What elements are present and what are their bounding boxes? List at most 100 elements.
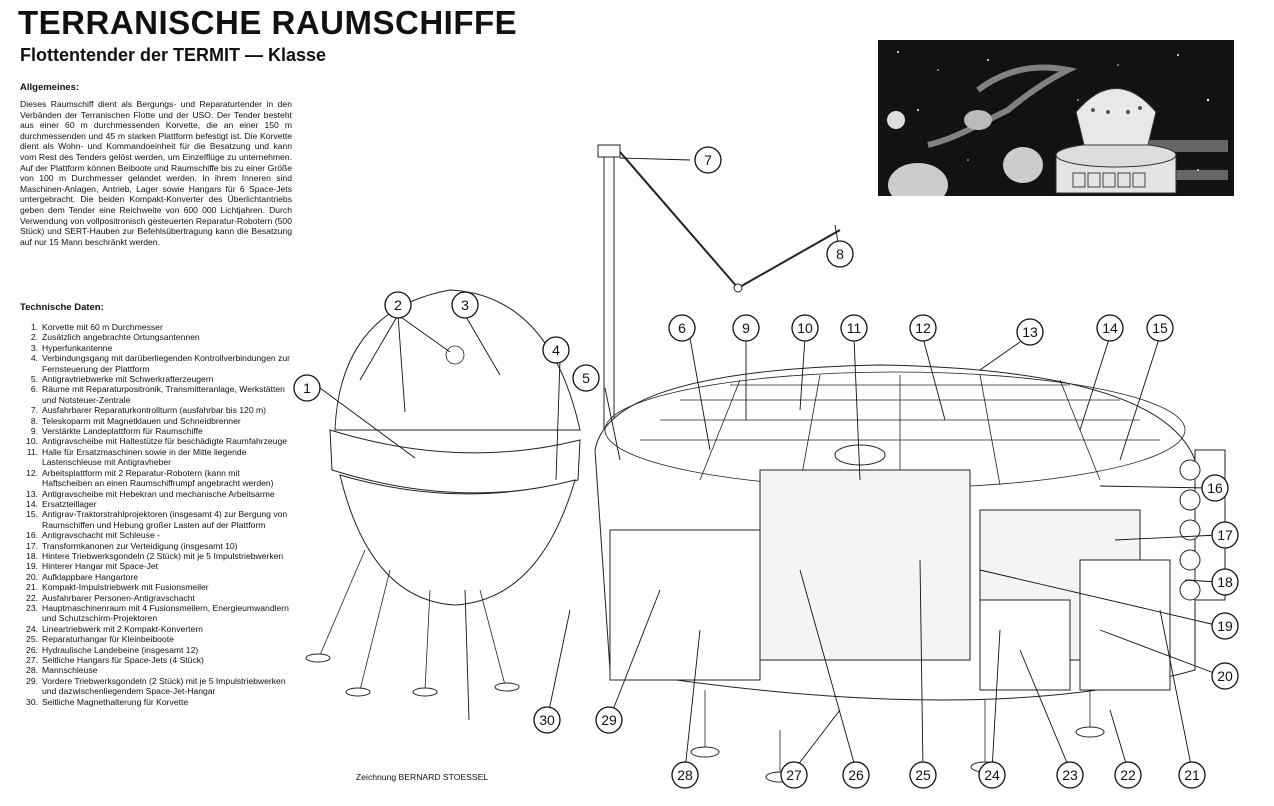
spec-text: Zusätzlich angebrachte Ortungsantennen bbox=[42, 332, 200, 343]
callout-number: 22 bbox=[1120, 767, 1136, 783]
spec-number: 25. bbox=[26, 634, 38, 645]
spec-text: Antigravscheibe mit Haltestütze für besc… bbox=[42, 436, 288, 447]
spec-item: 23.Hauptmaschinenraum mit 4 Fusionsmeile… bbox=[20, 603, 292, 624]
spec-number: 18. bbox=[26, 550, 38, 561]
callout-9: 9 bbox=[732, 314, 760, 342]
spec-number: 14. bbox=[26, 498, 38, 509]
spec-number: 11. bbox=[26, 446, 38, 457]
callout-29: 29 bbox=[595, 706, 623, 734]
callout-circle bbox=[909, 314, 937, 342]
spec-number: 13. bbox=[26, 488, 38, 499]
callout-10: 10 bbox=[791, 314, 819, 342]
callout-number: 10 bbox=[797, 320, 813, 336]
callout-number: 2 bbox=[394, 297, 402, 313]
callout-circle bbox=[572, 364, 600, 392]
callout-circle bbox=[1211, 568, 1239, 596]
callout-number: 26 bbox=[848, 767, 864, 783]
callout-circle bbox=[384, 291, 412, 319]
spec-item: 18.Hintere Triebwerksgondeln (2 Stück) m… bbox=[20, 551, 292, 561]
spec-item: 16.Antigravschacht mit Schleuse - bbox=[20, 530, 292, 540]
callout-number: 6 bbox=[678, 320, 686, 336]
callout-circle bbox=[909, 761, 937, 789]
spec-item: 8. Teleskoparm mit Magnetklauen und Schne… bbox=[20, 416, 292, 426]
callout-circle bbox=[1096, 314, 1124, 342]
page-subtitle: Flottentender der TERMIT — Klasse bbox=[20, 45, 327, 65]
spec-number: 24. bbox=[26, 623, 38, 634]
general-description: Dieses Raumschiff dient als Bergungs- un… bbox=[20, 99, 292, 247]
callout-number: 24 bbox=[984, 767, 1000, 783]
callout-number: 15 bbox=[1152, 320, 1168, 336]
spec-text: Reparaturhangar für Kleinbeiboote bbox=[42, 634, 174, 645]
spec-text: Hyperfunkantenne bbox=[42, 342, 113, 353]
spec-number: 16. bbox=[26, 530, 38, 541]
callout-circle bbox=[840, 314, 868, 342]
spec-text: Antigrav-Traktorstrahlprojektoren (insge… bbox=[42, 509, 288, 530]
callout-circle bbox=[595, 706, 623, 734]
callout-number: 23 bbox=[1062, 767, 1078, 783]
callout-circle bbox=[542, 336, 570, 364]
callout-19: 19 bbox=[1211, 612, 1239, 640]
callout-number: 20 bbox=[1217, 668, 1233, 684]
callout-23: 23 bbox=[1056, 761, 1084, 789]
landing-legs-korvette bbox=[305, 549, 520, 697]
spec-item: 6.Räume mit Reparaturpositronik, Transmi… bbox=[20, 384, 292, 405]
spec-text: Hinterer Hangar mit Space-Jet bbox=[42, 561, 159, 572]
spec-text: Transformkanonen zur Verteidigung (insge… bbox=[42, 540, 238, 551]
spec-item: 4.Verbindungsgang mit darüberliegenden K… bbox=[20, 353, 292, 374]
callout-13: 13 bbox=[1016, 318, 1044, 346]
spec-number: 6. bbox=[30, 384, 38, 395]
callout-16: 16 bbox=[1201, 474, 1229, 502]
spec-number: 19. bbox=[26, 561, 38, 572]
spec-item: 3.Hyperfunkantenne bbox=[20, 343, 292, 353]
spec-text: Antigravtriebwerke mit Schwerkrafterzeug… bbox=[42, 374, 214, 385]
spec-number: 9. bbox=[30, 426, 38, 437]
spec-text: Ausfahrbarer Personen-Antigravschacht bbox=[42, 592, 195, 603]
spec-text: Aufklappbare Hangartore bbox=[42, 571, 139, 582]
spec-number: 23. bbox=[26, 602, 38, 613]
callout-circle bbox=[451, 291, 479, 319]
spec-text: Teleskoparm mit Magnetklauen und Schneid… bbox=[42, 415, 241, 426]
korvette bbox=[305, 289, 581, 697]
platform bbox=[594, 364, 1226, 783]
spec-item: 10. Antigravscheibe mit Haltestütze für b… bbox=[20, 436, 292, 446]
callout-circle bbox=[1178, 761, 1206, 789]
callout-circle bbox=[842, 761, 870, 789]
spec-text: Vordere Triebwerksgondeln (2 Stück) mit … bbox=[42, 675, 286, 697]
space-scene-svg bbox=[878, 40, 1234, 196]
callout-circle bbox=[533, 706, 561, 734]
spec-text: Lineartriebwerk mit 2 Kompakt-Konvertern bbox=[42, 623, 203, 634]
spec-number: 30. bbox=[26, 696, 38, 707]
callout-circle bbox=[791, 314, 819, 342]
leader-lines bbox=[319, 157, 1223, 771]
callout-number: 14 bbox=[1102, 320, 1118, 336]
spec-item: 30.Seitliche Magnethalterung für Korvett… bbox=[20, 697, 292, 707]
spec-number: 5. bbox=[30, 374, 38, 385]
spec-text: Ausfahrbarer Reparaturkontrollturm (ausf… bbox=[42, 405, 267, 416]
spec-number: 20. bbox=[26, 571, 38, 582]
callout-circle bbox=[1114, 761, 1142, 789]
callout-circle bbox=[1146, 314, 1174, 342]
spec-item: 22.Ausfahrbarer Personen-Antigravschacht bbox=[20, 593, 292, 603]
spec-text: Kompakt-Impulstriebwerk mit Fusionsmeile… bbox=[42, 582, 209, 593]
spec-number: 10. bbox=[26, 436, 38, 447]
callout-22: 22 bbox=[1114, 761, 1142, 789]
spec-number: 8. bbox=[30, 415, 38, 426]
callout-number: 17 bbox=[1217, 527, 1233, 543]
callout-17: 17 bbox=[1211, 521, 1239, 549]
spec-text: Halle für Ersatzmaschinen sowie in der M… bbox=[42, 446, 247, 468]
callout-7: 7 bbox=[694, 146, 722, 174]
small-ship-3 bbox=[1003, 147, 1043, 183]
page-title: TERRANISCHE RAUMSCHIFFE bbox=[18, 4, 518, 41]
spec-item: 5. Antigravtriebwerke mit Schwerkrafterze… bbox=[20, 374, 292, 384]
stars bbox=[897, 51, 1210, 181]
spec-item: 9.Verstärkte Landeplattform für Raumschi… bbox=[20, 426, 292, 436]
spec-item: 27.Seitliche Hangars für Space-Jets (4 S… bbox=[20, 655, 292, 665]
small-ship-1 bbox=[888, 163, 948, 196]
spec-item: 29.Vordere Triebwerksgondeln (2 Stück) m… bbox=[20, 676, 292, 697]
spec-number: 21. bbox=[26, 582, 38, 593]
callout-number: 18 bbox=[1217, 574, 1233, 590]
callout-28: 28 bbox=[671, 761, 699, 789]
spec-item: 11. Halle für Ersatzmaschinen sowie in de… bbox=[20, 447, 292, 468]
